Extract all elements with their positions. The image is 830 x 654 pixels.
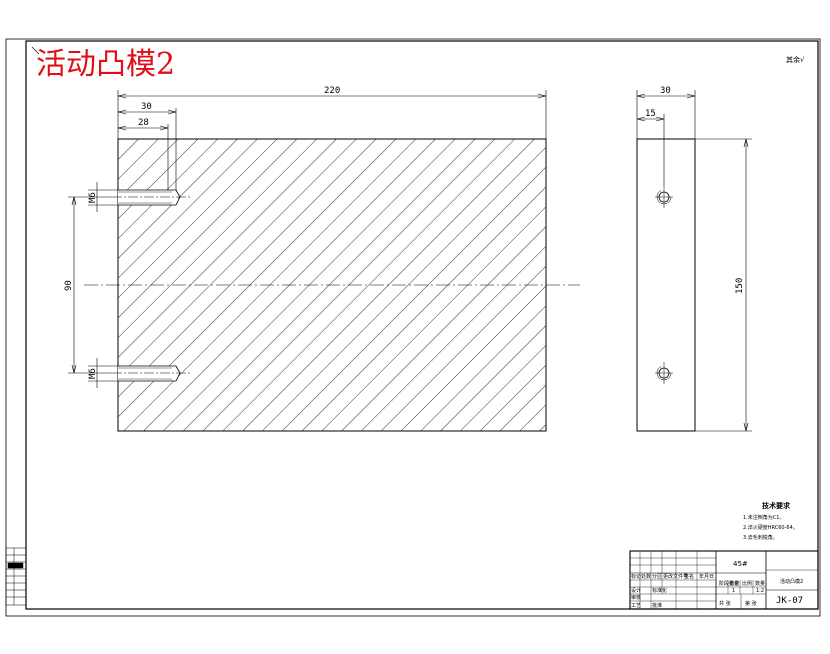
tb-scale-label: 比例 bbox=[742, 580, 752, 587]
side-view bbox=[636, 138, 696, 432]
margin-strip bbox=[5, 547, 27, 606]
tb-approve-label: 批准 bbox=[652, 602, 662, 609]
front-view bbox=[84, 138, 580, 432]
tb-material: 45# bbox=[733, 560, 748, 568]
tb-std-label: 标准化 bbox=[652, 587, 667, 594]
tech-requirements: 技术要求 1.未注倒角为C1。 2.淬火硬度HRC60-64。 3.去毛刺锐角。 bbox=[743, 501, 798, 541]
corner-mark bbox=[31, 46, 40, 55]
tb-sheet: 共 张 bbox=[719, 600, 731, 607]
tb-stage-label: 阶段标记 bbox=[719, 580, 739, 587]
tb-drawing-no: JK-07 bbox=[776, 596, 803, 606]
tb-scale: 1:2 bbox=[756, 588, 764, 594]
tech-item: 2.淬火硬度HRC60-64。 bbox=[743, 524, 798, 531]
front-dimensions bbox=[68, 90, 547, 388]
roughness-symbol: √ bbox=[800, 56, 805, 64]
dim-thread-depth: 28 bbox=[138, 118, 149, 128]
bottom-hole-gap bbox=[118, 366, 178, 381]
tech-item: 3.去毛刺锐角。 bbox=[743, 534, 778, 541]
tb-qty-label: 数量 bbox=[755, 580, 765, 587]
side-view-body bbox=[636, 138, 696, 432]
dim-height: 150 bbox=[735, 278, 745, 294]
thread-label-bottom: M6 bbox=[88, 368, 98, 379]
tb-date-label: 年月日 bbox=[699, 573, 714, 580]
tech-item: 1.未注倒角为C1。 bbox=[743, 514, 784, 521]
tb-zone-label: 分区 bbox=[652, 573, 662, 580]
dim-hole-depth: 30 bbox=[141, 102, 152, 112]
tb-sign-label: 签名 bbox=[684, 573, 694, 580]
dim-hole-spacing: 90 bbox=[64, 280, 74, 291]
dim-thickness: 30 bbox=[660, 86, 671, 96]
tb-weight-label: 重量 bbox=[729, 580, 739, 587]
tb-sheet-of: 第 张 bbox=[745, 600, 757, 607]
tb-change-label: 更改文件号 bbox=[663, 573, 688, 580]
tb-part-name: 活动凸模2 bbox=[780, 578, 803, 585]
tb-mark-label: 标记 bbox=[631, 573, 641, 580]
tb-designer-label: 设计 bbox=[631, 587, 641, 594]
dim-hole-offset: 15 bbox=[645, 109, 656, 119]
sheet-inner-border bbox=[25, 40, 819, 610]
dim-overall-length: 220 bbox=[324, 86, 340, 96]
tb-quantity: 1 bbox=[732, 588, 735, 594]
title-block bbox=[629, 550, 819, 610]
tb-check-label: 审核 bbox=[631, 594, 641, 601]
roughness-note: 其余 bbox=[786, 55, 800, 64]
tb-count-label: 处数 bbox=[641, 573, 651, 580]
tech-heading: 技术要求 bbox=[762, 501, 791, 510]
tb-process-label: 工艺 bbox=[631, 603, 641, 609]
top-hole-gap bbox=[118, 190, 178, 205]
thread-label-top: M6 bbox=[88, 192, 98, 203]
sheet-outer-border bbox=[5, 38, 821, 617]
drawing-title: 活动凸模2 bbox=[36, 47, 175, 82]
side-dimensions bbox=[636, 90, 752, 432]
